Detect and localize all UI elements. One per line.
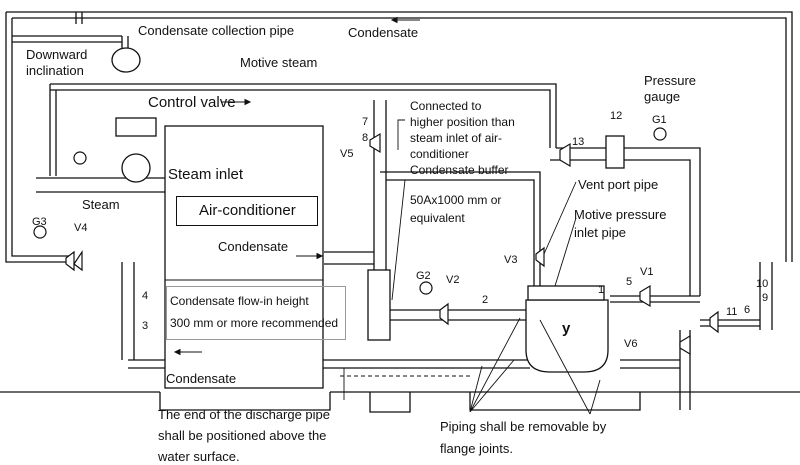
tag-7: 7 [362,116,369,128]
tag-4: 4 [142,290,149,302]
note-buffer-3: equivalent [410,211,465,225]
tag-v6: V6 [624,338,638,350]
steam-line [36,177,165,193]
air-conditioner-box: Air-conditioner [176,196,318,226]
tag-2: 2 [482,294,489,306]
tag-v5: V5 [340,148,354,160]
label-vent-port-pipe: Vent port pipe [578,177,659,192]
pump-body [525,299,609,373]
note-connected-4: conditioner [410,147,469,161]
label-steam-inlet: Steam inlet [168,166,244,183]
label-condensate-collection-pipe: Condensate collection pipe [138,23,295,38]
label-gauge: gauge [644,89,681,104]
label-steam: Steam [82,197,120,212]
note-discharge-3: water surface. [158,449,240,464]
note-piping-1: Piping shall be removable by [440,419,607,434]
tag-v4: V4 [74,222,88,234]
note-connected-2: higher position than [410,115,515,129]
condensate-return-pipe [6,11,793,262]
label-control-valve: Control valve [148,94,236,111]
tag-v3: V3 [504,254,518,266]
tag-g1: G1 [652,114,667,126]
note-flow-in-2: 300 mm or more recommended [170,316,339,330]
note-buffer-1: Condensate buffer [410,163,509,177]
motive-steam-pipe [50,83,557,148]
tag-5: 5 [626,276,633,288]
tag-11: 11 [726,306,738,318]
note-buffer-2: 50Ax1000 mm or [410,193,502,207]
pit-outline [159,392,331,411]
note-connected-3: steam inlet of air- [410,131,503,145]
tag-g2: G2 [416,270,431,282]
tag-10: 10 [756,278,769,290]
tag-9: 9 [762,292,769,304]
tag-6: 6 [744,304,751,316]
note-connected-1: Connected to [410,99,482,113]
note-discharge-1: The end of the discharge pipe [158,407,331,422]
label-downward: Downward [26,47,88,62]
tag-3: 3 [142,320,149,332]
label-motive-pressure: Motive pressure [574,207,667,222]
condensate-collection-pipe [12,35,122,43]
pump-mark: y [562,320,571,337]
label-pressure: Pressure [644,73,697,88]
tag-g3: G3 [32,216,47,228]
flow-in-height-box: Condensate flow-in height 300 mm or more… [166,286,346,340]
label-inclination: inclination [26,63,84,78]
note-discharge-2: shall be positioned above the [158,428,327,443]
tag-12: 12 [610,110,623,122]
note-piping-2: flange joints. [440,441,513,456]
label-motive-steam: Motive steam [240,55,318,70]
label-inlet-pipe: inlet pipe [574,225,627,240]
label-condensate-bottom: Condensate [166,371,237,386]
tag-v1: V1 [640,266,654,278]
label-air-conditioner: Air-conditioner [199,202,296,219]
tag-1: 1 [598,284,605,296]
label-condensate-mid: Condensate [218,239,289,254]
note-flow-in-1: Condensate flow-in height [170,294,309,308]
tag-8: 8 [362,132,369,144]
tag-v2: V2 [446,274,460,286]
tag-13: 13 [572,136,585,148]
label-condensate-top: Condensate [348,25,419,40]
